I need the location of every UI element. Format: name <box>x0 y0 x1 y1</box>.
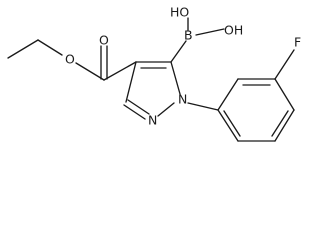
bond-ph-4 <box>274 109 295 142</box>
atom-ring-n2: N <box>148 113 157 128</box>
bond-boron-oh-right <box>195 28 225 36</box>
bond-c5-boron <box>170 40 187 63</box>
atom-oh-right: OH <box>224 23 243 38</box>
bond-n2-c3-b <box>123 104 146 120</box>
bond-n1-n2 <box>157 102 175 117</box>
atom-boron: B <box>184 28 193 43</box>
bond-n1-phenyl <box>187 102 219 111</box>
bond-ph-inner-3 <box>223 110 241 137</box>
bond-o-carbonyl-c <box>75 62 105 81</box>
atom-ring-n1: N <box>178 92 187 107</box>
bond-c3-c4 <box>125 61 137 103</box>
chemical-structure: HO OH B F O O N N <box>7 5 301 142</box>
bond-c5-n1 <box>170 61 181 95</box>
bond-n2-c3-a <box>127 99 150 115</box>
bond-phenyl-fluorine <box>274 49 295 80</box>
atom-ester-ether-oxygen: O <box>65 52 75 67</box>
bond-ph-1 <box>217 78 239 111</box>
bond-ph-3 <box>274 78 295 111</box>
bond-ph-6 <box>217 109 239 142</box>
atom-fluorine: F <box>294 35 301 50</box>
bond-carbonyl-c4 <box>103 61 137 81</box>
atom-ester-carbonyl-oxygen: O <box>99 33 109 48</box>
bond-ch3-ch2 <box>7 39 39 59</box>
bond-ph-inner-2 <box>271 110 289 137</box>
bond-ch2-o <box>37 39 63 56</box>
atom-oh-left: HO <box>170 5 189 20</box>
